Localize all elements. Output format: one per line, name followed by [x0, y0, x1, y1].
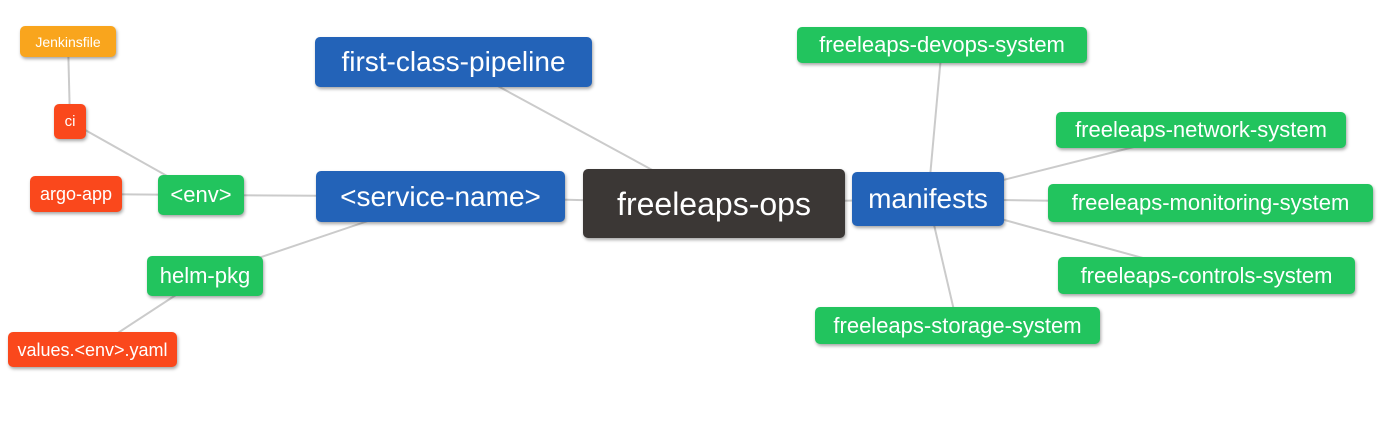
node-freeleaps-ops[interactable]: freeleaps-ops — [583, 169, 845, 238]
node-freeleaps-devops-system[interactable]: freeleaps-devops-system — [797, 27, 1087, 63]
node-env[interactable]: <env> — [158, 175, 244, 215]
node-argo-app[interactable]: argo-app — [30, 176, 122, 212]
node-freeleaps-network-system[interactable]: freeleaps-network-system — [1056, 112, 1346, 148]
node-manifests[interactable]: manifests — [852, 172, 1004, 226]
node-service-name[interactable]: <service-name> — [316, 171, 565, 222]
node-values-env-yaml[interactable]: values.<env>.yaml — [8, 332, 177, 367]
node-first-class-pipeline[interactable]: first-class-pipeline — [315, 37, 592, 87]
node-freeleaps-controls-system[interactable]: freeleaps-controls-system — [1058, 257, 1355, 294]
node-freeleaps-monitoring-system[interactable]: freeleaps-monitoring-system — [1048, 184, 1373, 222]
node-freeleaps-storage-system[interactable]: freeleaps-storage-system — [815, 307, 1100, 344]
node-jenkinsfile[interactable]: Jenkinsfile — [20, 26, 116, 57]
node-ci[interactable]: ci — [54, 104, 86, 139]
node-helm-pkg[interactable]: helm-pkg — [147, 256, 263, 296]
